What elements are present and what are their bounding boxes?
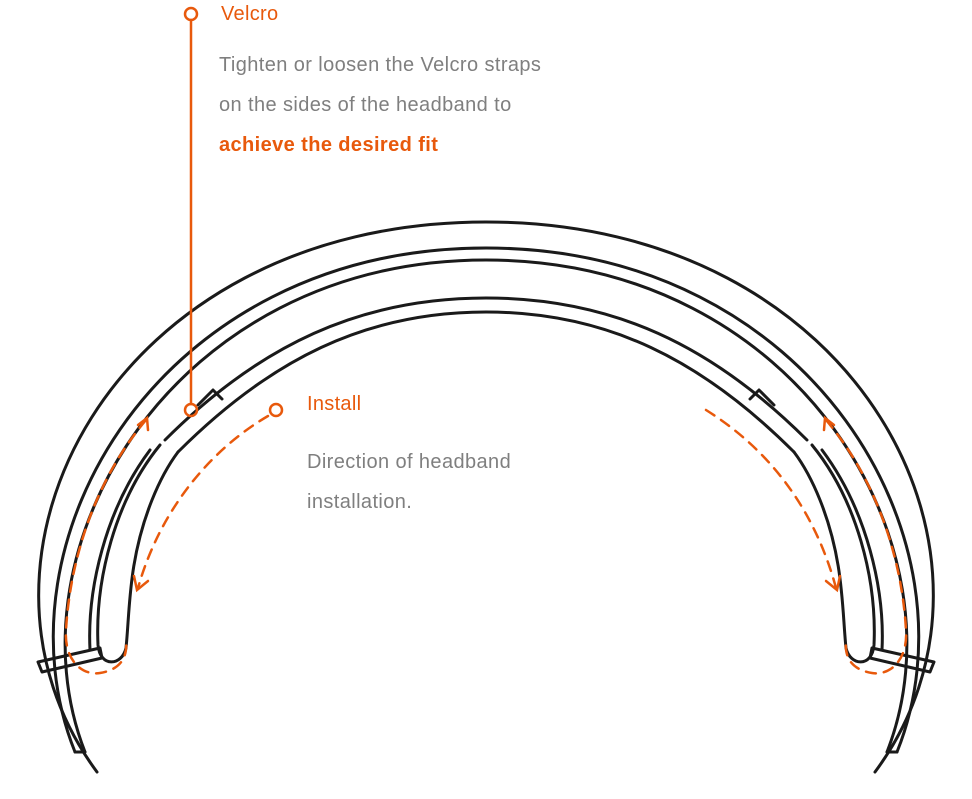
install-description-line-2: installation. bbox=[307, 491, 413, 513]
headband-outer-band-bottom bbox=[63, 258, 909, 754]
buckle-left bbox=[36, 646, 104, 674]
install-arrow-right bbox=[704, 408, 838, 590]
velcro-tab-right bbox=[748, 388, 776, 407]
velcro-description-line-1: Tighten or loosen the Velcro straps bbox=[219, 54, 542, 76]
velcro-description-highlight: achieve the desired fit bbox=[219, 134, 439, 156]
velcro-description-line-2: on the sides of the headband to bbox=[219, 94, 512, 116]
install-arrow-left bbox=[136, 414, 270, 590]
strap-pad-right bbox=[792, 443, 876, 664]
strap-pad-right-inner bbox=[820, 448, 884, 652]
adjust-arrow-left bbox=[64, 418, 148, 675]
install-arrow-right-head bbox=[824, 574, 842, 593]
adjust-arrow-left-head bbox=[136, 415, 150, 432]
adjust-arrow-right-head bbox=[822, 415, 836, 432]
adjust-arrow-right bbox=[824, 418, 908, 675]
install-description-line-1: Direction of headband bbox=[307, 451, 512, 473]
headband-inner-arc-bottom bbox=[176, 310, 796, 454]
velcro-marker-top bbox=[183, 6, 199, 22]
headband-inner-arc-top bbox=[163, 296, 809, 442]
install-arrow-left-head bbox=[132, 574, 150, 593]
buckle-right bbox=[868, 646, 936, 674]
headband-outer-band-top bbox=[51, 246, 921, 754]
headband-outer-shell bbox=[37, 220, 935, 774]
install-marker bbox=[268, 402, 284, 418]
velcro-marker-bottom bbox=[183, 402, 199, 418]
strap-pad-left-inner bbox=[88, 448, 152, 652]
install-callout-title: Install bbox=[307, 393, 362, 415]
velcro-tab-left bbox=[196, 388, 224, 407]
velcro-callout-title: Velcro bbox=[221, 3, 279, 25]
strap-pad-left bbox=[96, 443, 180, 664]
